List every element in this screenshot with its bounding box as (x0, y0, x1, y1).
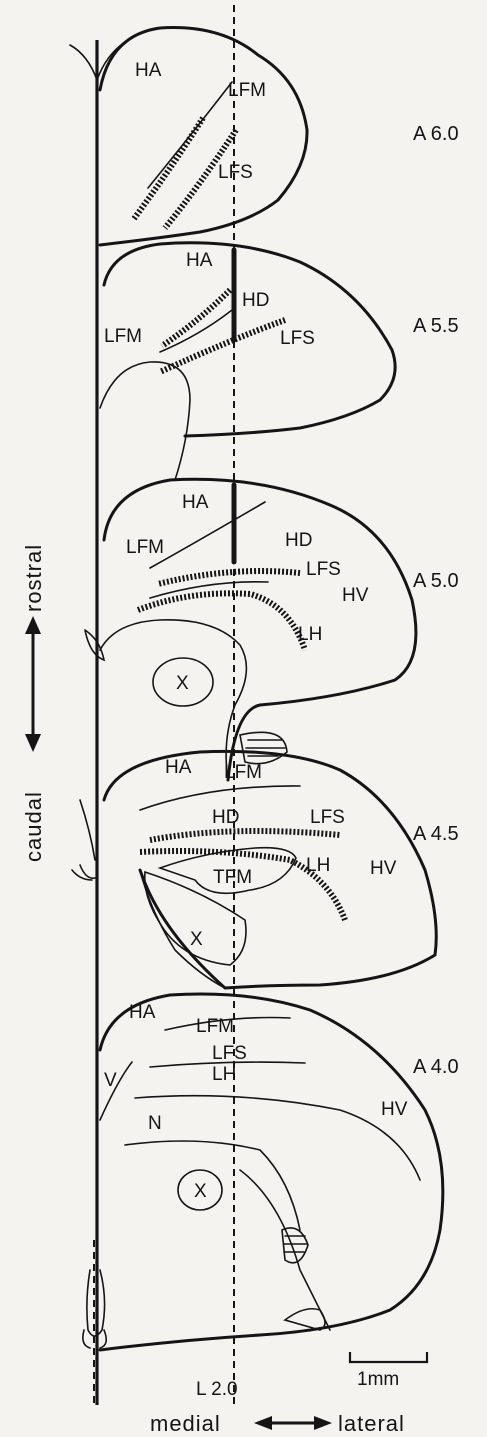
lateral-line-label: L 2.0 (196, 1379, 238, 1400)
hatched-nucleus-a4-0 (282, 1228, 308, 1263)
hatched-band-a5-5-2 (160, 320, 285, 372)
lateral-label: lateral (338, 1411, 405, 1436)
section-a4-0: HA LFM LFS LH HV V N X A 4.0 (83, 994, 459, 1350)
label-hv-a4-5: HV (370, 858, 397, 879)
hatched-band-a5-0-2 (138, 593, 305, 650)
label-n-a4-0: N (148, 1113, 162, 1134)
hatched-band-a5-0-1 (158, 571, 300, 584)
label-tfm-a4-5: TFM (213, 867, 252, 888)
label-ha-a5-5: HA (186, 250, 213, 271)
level-label-a5-5: A 5.5 (413, 315, 459, 337)
label-lfs-a4-0: LFS (212, 1043, 247, 1064)
small-structure-a4-5 (80, 800, 95, 860)
rostral-arrowhead-icon (25, 616, 41, 634)
hatched-band-a4-5-1 (150, 831, 340, 840)
scale-bar-label: 1mm (357, 1369, 399, 1390)
rostral-caudal-axis: rostral caudal (21, 544, 46, 862)
section-a4-0-outline (100, 994, 443, 1350)
label-ha-a4-0: HA (129, 1002, 156, 1023)
scale-bar: 1mm (350, 1352, 427, 1390)
label-hv-a4-0: HV (381, 1099, 408, 1120)
section-a6-0: HA LFM LFS A 6.0 (100, 28, 459, 245)
section-a6-0-outline (100, 28, 307, 245)
label-ha-a6-0: HA (135, 60, 162, 81)
label-hd-a5-0: HD (285, 530, 312, 551)
section-a5-0-outline (104, 479, 416, 780)
medial-lateral-axis: medial lateral (150, 1411, 405, 1436)
level-label-a4-0: A 4.0 (413, 1056, 459, 1078)
rostral-label: rostral (21, 544, 46, 612)
lh-line-a4-0 (135, 1096, 420, 1180)
hatched-band-a5-5-1 (162, 290, 230, 346)
basal-structure-a4-0 (285, 1309, 325, 1330)
label-hd-a5-5: HD (242, 290, 269, 311)
label-lfm-a4-0: LFM (196, 1016, 234, 1037)
caudal-arrowhead-icon (25, 734, 41, 752)
label-lfs-a5-0: LFS (306, 559, 341, 580)
section-a5-5: HA HD LFM LFS A 5.5 (100, 243, 459, 480)
small-root-a4-5 (72, 865, 95, 880)
label-hv-a5-0: HV (342, 585, 369, 606)
label-lfm-a6-0: LFM (228, 80, 266, 101)
label-lh-a4-0: LH (212, 1064, 236, 1085)
label-ha-a4-5: HA (165, 757, 192, 778)
hatched-nucleus-lines-a4-0 (284, 1236, 307, 1252)
label-x-a4-5: X (190, 929, 203, 950)
medial-arrowhead-icon (254, 1416, 272, 1430)
label-lfs-a4-5: LFS (310, 807, 345, 828)
label-lfs-a6-0: LFS (218, 162, 253, 183)
label-v-a4-0: V (104, 1070, 117, 1091)
cerebellar-bulge-a5-5 (100, 362, 190, 480)
medial-label: medial (150, 1411, 221, 1436)
label-lfm-a5-0: LFM (126, 537, 164, 558)
inner-boundary-a4-0 (240, 1170, 330, 1330)
label-x-a4-0: X (194, 1181, 207, 1202)
level-label-a4-5: A 4.5 (413, 823, 459, 845)
label-ha-a5-0: HA (182, 492, 209, 513)
label-lh-a4-5: LH (306, 855, 330, 876)
small-structure-a5-0 (85, 630, 104, 660)
label-lfm-a4-5: LFM (224, 762, 262, 783)
label-x-a5-0: X (176, 673, 189, 694)
level-label-a6-0: A 6.0 (413, 123, 459, 145)
caudal-label: caudal (21, 791, 46, 862)
label-hd-a4-5: HD (212, 807, 239, 828)
n-line-a4-0 (125, 1141, 300, 1230)
label-lh-a5-0: LH (298, 624, 322, 645)
lateral-arrowhead-icon (314, 1416, 332, 1430)
label-lfs-a5-5: LFS (280, 328, 315, 349)
scale-bar-line (350, 1352, 427, 1362)
section-a5-5-outline (104, 243, 395, 436)
label-lfm-a5-5: LFM (104, 326, 142, 347)
level-label-a5-0: A 5.0 (413, 570, 459, 592)
section-a4-5: HA LFM HD LFS HV LH TFM X A 4.5 (72, 751, 459, 988)
section-a5-0: HA LFM HD LFS HV LH X A 5.0 (85, 479, 459, 780)
